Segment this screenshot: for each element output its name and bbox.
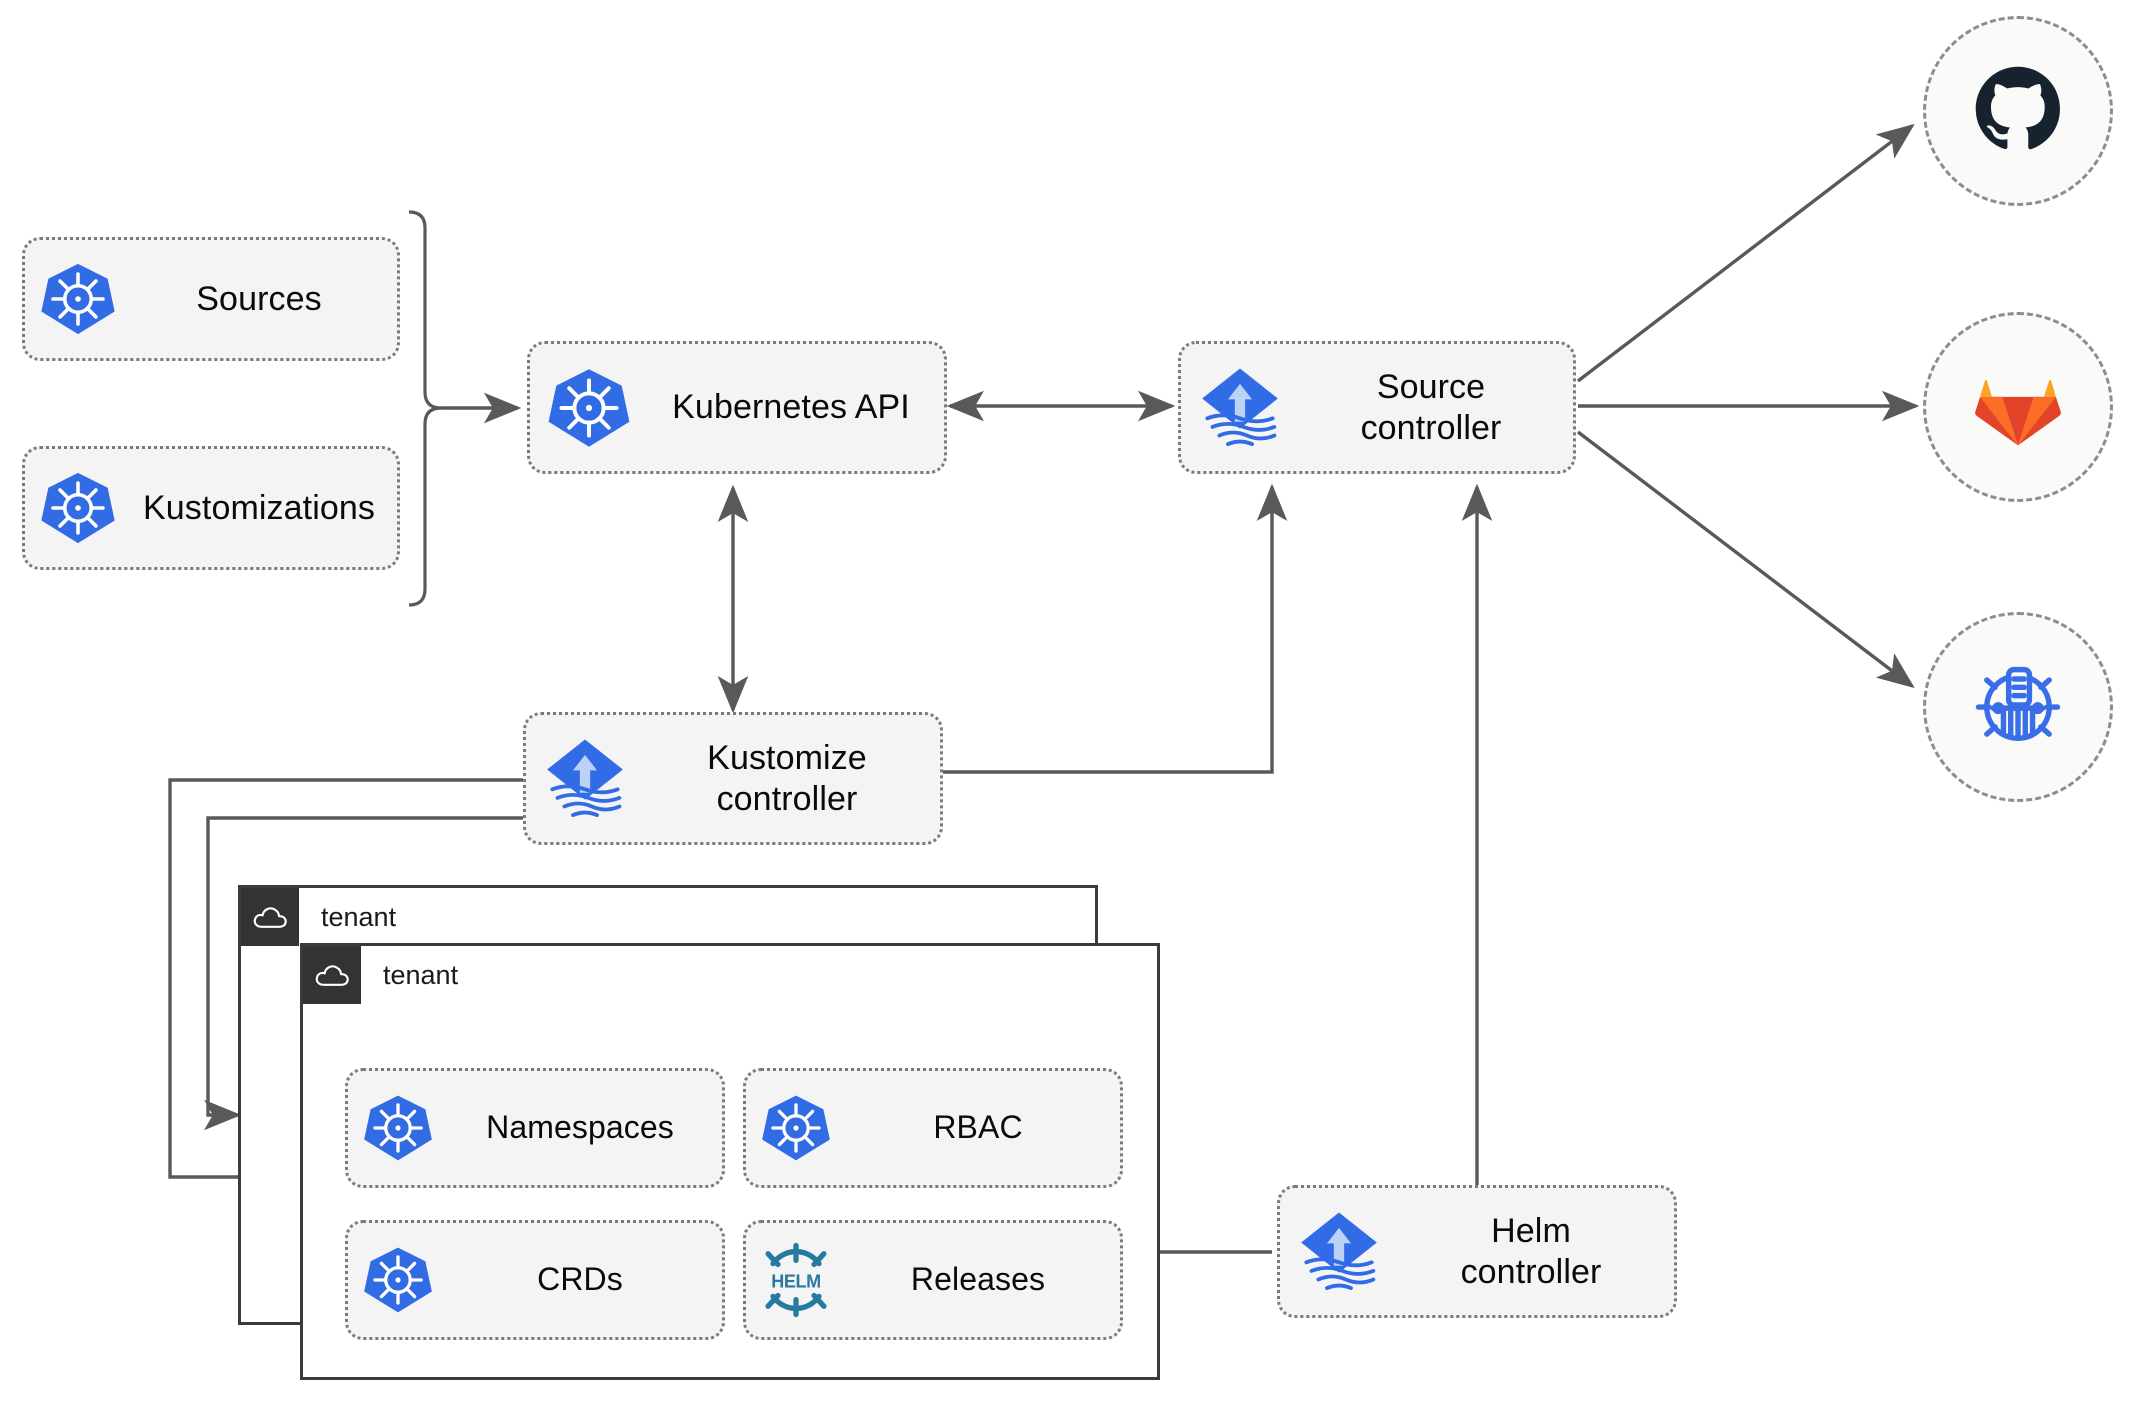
provider-gitlab[interactable] [1923,312,2113,502]
tenant-item-namespaces[interactable]: Namespaces [345,1068,725,1188]
tenant-name: tenant [321,901,397,932]
helm-icon: HELM [746,1239,846,1321]
github-icon [1970,61,2066,162]
cloud-icon [241,888,299,946]
kubernetes-icon [25,469,131,547]
gitlab-icon [1970,357,2066,458]
svg-text:HELM: HELM [771,1271,820,1291]
provider-github[interactable] [1923,16,2113,206]
kubernetes-icon [530,365,648,451]
flux-icon [526,736,644,822]
node-kubernetes-api[interactable]: Kubernetes API [527,341,947,474]
kubernetes-icon [746,1092,846,1164]
tenant-item-label: RBAC [933,1109,1023,1146]
kubernetes-icon [25,260,131,338]
node-label: Kubernetes API [672,388,910,427]
tenant-item-label: Namespaces [486,1109,674,1146]
tenant-frame-inner[interactable]: tenant Namespaces [300,943,1160,1380]
flux-icon [1181,365,1299,451]
cloud-icon [303,946,361,1004]
resource-card-sources[interactable]: Sources [22,237,400,361]
kubernetes-icon [348,1092,448,1164]
resource-card-label: Kustomizations [143,488,375,527]
tenant-header: tenant [303,946,458,1004]
resource-card-label: Sources [196,279,322,318]
tenant-item-releases[interactable]: HELM Releases [743,1220,1123,1340]
tenant-item-label: CRDs [537,1261,623,1298]
kubernetes-icon [348,1244,448,1316]
tenant-header: tenant [241,888,396,946]
resource-card-kustomizations[interactable]: Kustomizations [22,446,400,570]
tenant-name: tenant [383,959,459,990]
tenant-item-crds[interactable]: CRDs [345,1220,725,1340]
tenant-item-rbac[interactable]: RBAC [743,1068,1123,1188]
flux-icon [1280,1209,1398,1295]
helm-repository-icon [1966,653,2070,762]
tenant-item-label: Releases [910,1261,1046,1298]
provider-helm-repository[interactable] [1923,612,2113,802]
